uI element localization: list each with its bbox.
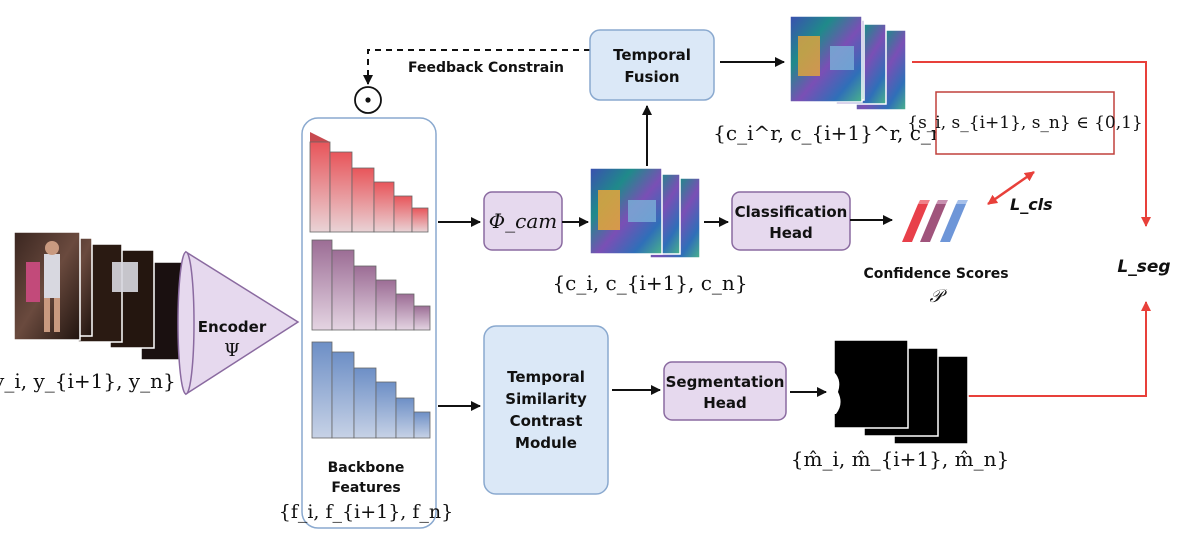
confidence-score-bars: [902, 200, 968, 242]
classification-head-line2: Head: [769, 224, 813, 242]
encoder-title: Encoder: [198, 318, 267, 336]
tscm-box: [483, 325, 609, 495]
backbone-feature-blue: [311, 341, 431, 439]
tscm-line2: Similarity: [505, 390, 587, 408]
tscm-line4: Module: [515, 434, 577, 452]
cam-maps: [589, 167, 701, 259]
backbone-feature-red: [309, 132, 429, 233]
segmentation-masks: [833, 339, 969, 445]
classification-head-line1: Classification: [735, 203, 848, 221]
input-frames: [13, 231, 186, 361]
seg-loss-arrow-bottom: [968, 301, 1151, 397]
cls-loss-arrow: [987, 170, 1035, 206]
backbone-label: {f_i, f_{i+1}, f_n}: [279, 501, 454, 523]
tscm-line3: Contrast: [510, 412, 583, 430]
loss-seg-label: L_seg: [1117, 257, 1170, 277]
temporal-fusion-box: [589, 29, 715, 101]
backbone-title-line2: Features: [331, 480, 400, 496]
temporal-fusion-line2: Fusion: [624, 68, 679, 86]
refined-cam-maps: [789, 15, 907, 111]
segmentation-head-line1: Segmentation: [666, 373, 785, 391]
segmentation-head-line2: Head: [703, 394, 747, 412]
feedback-label: Feedback Constrain: [408, 60, 564, 76]
loss-cls-label: L_cls: [1010, 195, 1053, 214]
encoder-symbol: Ψ: [224, 340, 240, 361]
phi-cam-label: Φ_cam: [489, 209, 558, 233]
seg-loss-arrow-top: [912, 61, 1151, 227]
segmentation-head-box: [663, 361, 787, 421]
feedback-arrow: [363, 49, 590, 85]
temporal-fusion-line1: Temporal: [613, 46, 691, 64]
confidence-symbol: 𝒫: [930, 286, 948, 307]
backbone-title-line1: Backbone: [328, 460, 405, 476]
tscm-line1: Temporal: [507, 368, 585, 386]
confidence-title: Confidence Scores: [863, 266, 1008, 282]
pseudo-label-box: [935, 91, 1115, 155]
cam-maps-label: {c_i, c_{i+1}, c_n}: [552, 271, 747, 295]
input-label: {y_i, y_{i+1}, y_n}: [0, 369, 176, 393]
masks-label: {m̂_i, m̂_{i+1}, m̂_n}: [791, 447, 1009, 471]
pseudo-label-text: {s_i, s_{i+1}, s_n} ∈ {0,1}: [907, 113, 1143, 133]
backbone-feature-purple: [311, 239, 431, 331]
